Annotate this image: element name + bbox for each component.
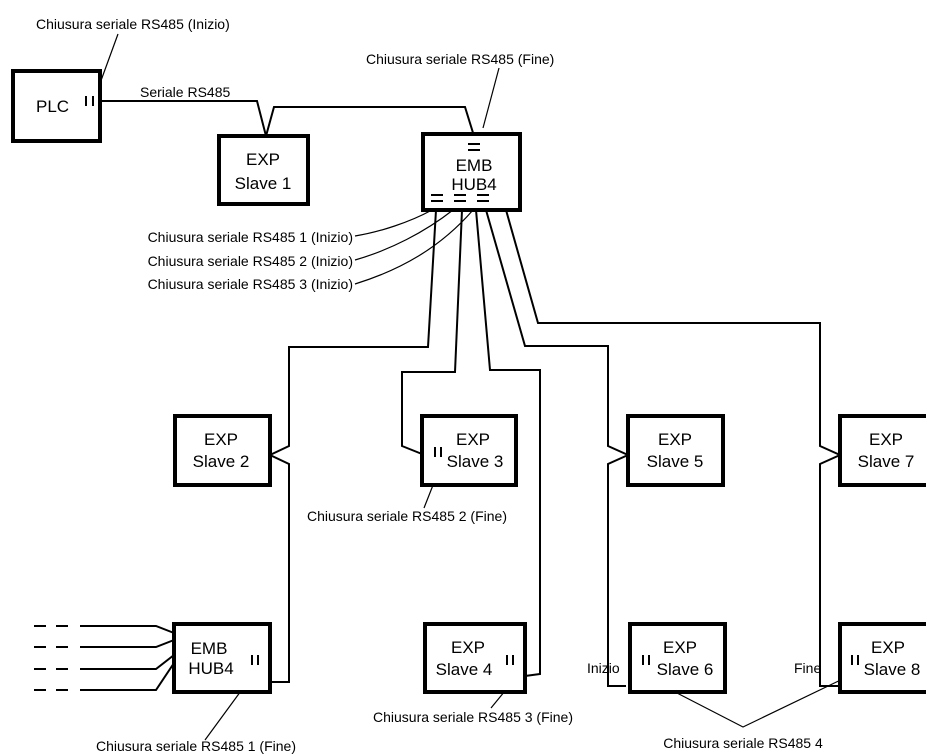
- label-termination-2-end: Chiusura seriale RS485 2 (Fine): [307, 508, 507, 524]
- slave3-box: [420, 414, 518, 487]
- slave1-box: [217, 134, 310, 206]
- slave7-box: [838, 414, 926, 487]
- slave8-box: [838, 622, 926, 694]
- label-termination-2-start: Chiusura seriale RS485 2 (Inizio): [148, 253, 353, 269]
- slave4-box: [423, 622, 527, 694]
- label-termination-1-start: Chiusura seriale RS485 1 (Inizio): [148, 229, 353, 245]
- slave5-box: [626, 414, 725, 487]
- wire-hub2-in2: [80, 639, 175, 648]
- wire-hub-slave3: [401, 209, 463, 455]
- slave7-name: Slave 7: [858, 452, 915, 471]
- label-serial-rs485: Seriale RS485: [140, 84, 230, 100]
- hub-top-title: EMB: [456, 156, 493, 175]
- slave5-name: Slave 5: [647, 452, 704, 471]
- label-fine: Fine: [794, 660, 821, 676]
- slave6-title: EXP: [663, 638, 697, 657]
- plc-label: PLC: [36, 97, 69, 116]
- termination-marks: [85, 96, 859, 665]
- slave8-title: EXP: [871, 638, 905, 657]
- label-termination-end-top: Chiusura seriale RS485 (Fine): [366, 51, 554, 67]
- hub-bottom-name: HUB4: [188, 659, 233, 678]
- slave3-title: EXP: [456, 430, 490, 449]
- label-termination-3-start: Chiusura seriale RS485 3 (Inizio): [148, 276, 353, 292]
- hub-bottom-box: [172, 622, 272, 694]
- slave2-name: Slave 2: [193, 452, 250, 471]
- wire-plc-bus: [100, 100, 475, 140]
- label-termination-1-end: Chiusura seriale RS485 1 (Fine): [96, 738, 296, 754]
- wire-hub-slave2: [267, 209, 437, 683]
- hub-top-box: [421, 132, 522, 212]
- slave6-box: [628, 622, 727, 694]
- slave2-box: [173, 414, 272, 487]
- slave3-name: Slave 3: [447, 452, 504, 471]
- label-termination-start-top: Chiusura seriale RS485 (Inizio): [36, 16, 230, 32]
- label-termination-3-end: Chiusura seriale RS485 3 (Fine): [373, 709, 573, 725]
- slave2-title: EXP: [204, 430, 238, 449]
- slave5-title: EXP: [658, 430, 692, 449]
- slave7-title: EXP: [869, 430, 903, 449]
- slave4-name: Slave 4: [436, 660, 493, 679]
- dashed-leads: [34, 625, 68, 691]
- wire-hub2-in4: [80, 662, 175, 691]
- wire-hub-slave7-8: [505, 209, 843, 687]
- label-inizio: Inizio: [587, 660, 620, 676]
- slave1-title: EXP: [246, 150, 280, 169]
- wire-hub2-in3: [80, 654, 175, 670]
- slave1-name: Slave 1: [235, 174, 292, 193]
- slave6-name: Slave 6: [657, 660, 714, 679]
- hub-bottom-title: EMB: [191, 639, 228, 658]
- slave8-name: Slave 8: [864, 660, 921, 679]
- hub-top-name: HUB4: [451, 175, 496, 194]
- wire-hub2-in1: [80, 625, 175, 634]
- wire-hub-slave4: [475, 209, 541, 677]
- wire-hub-slave5-6: [485, 209, 631, 687]
- label-termination-4: Chiusura seriale RS485 4: [663, 735, 823, 751]
- slave4-title: EXP: [451, 638, 485, 657]
